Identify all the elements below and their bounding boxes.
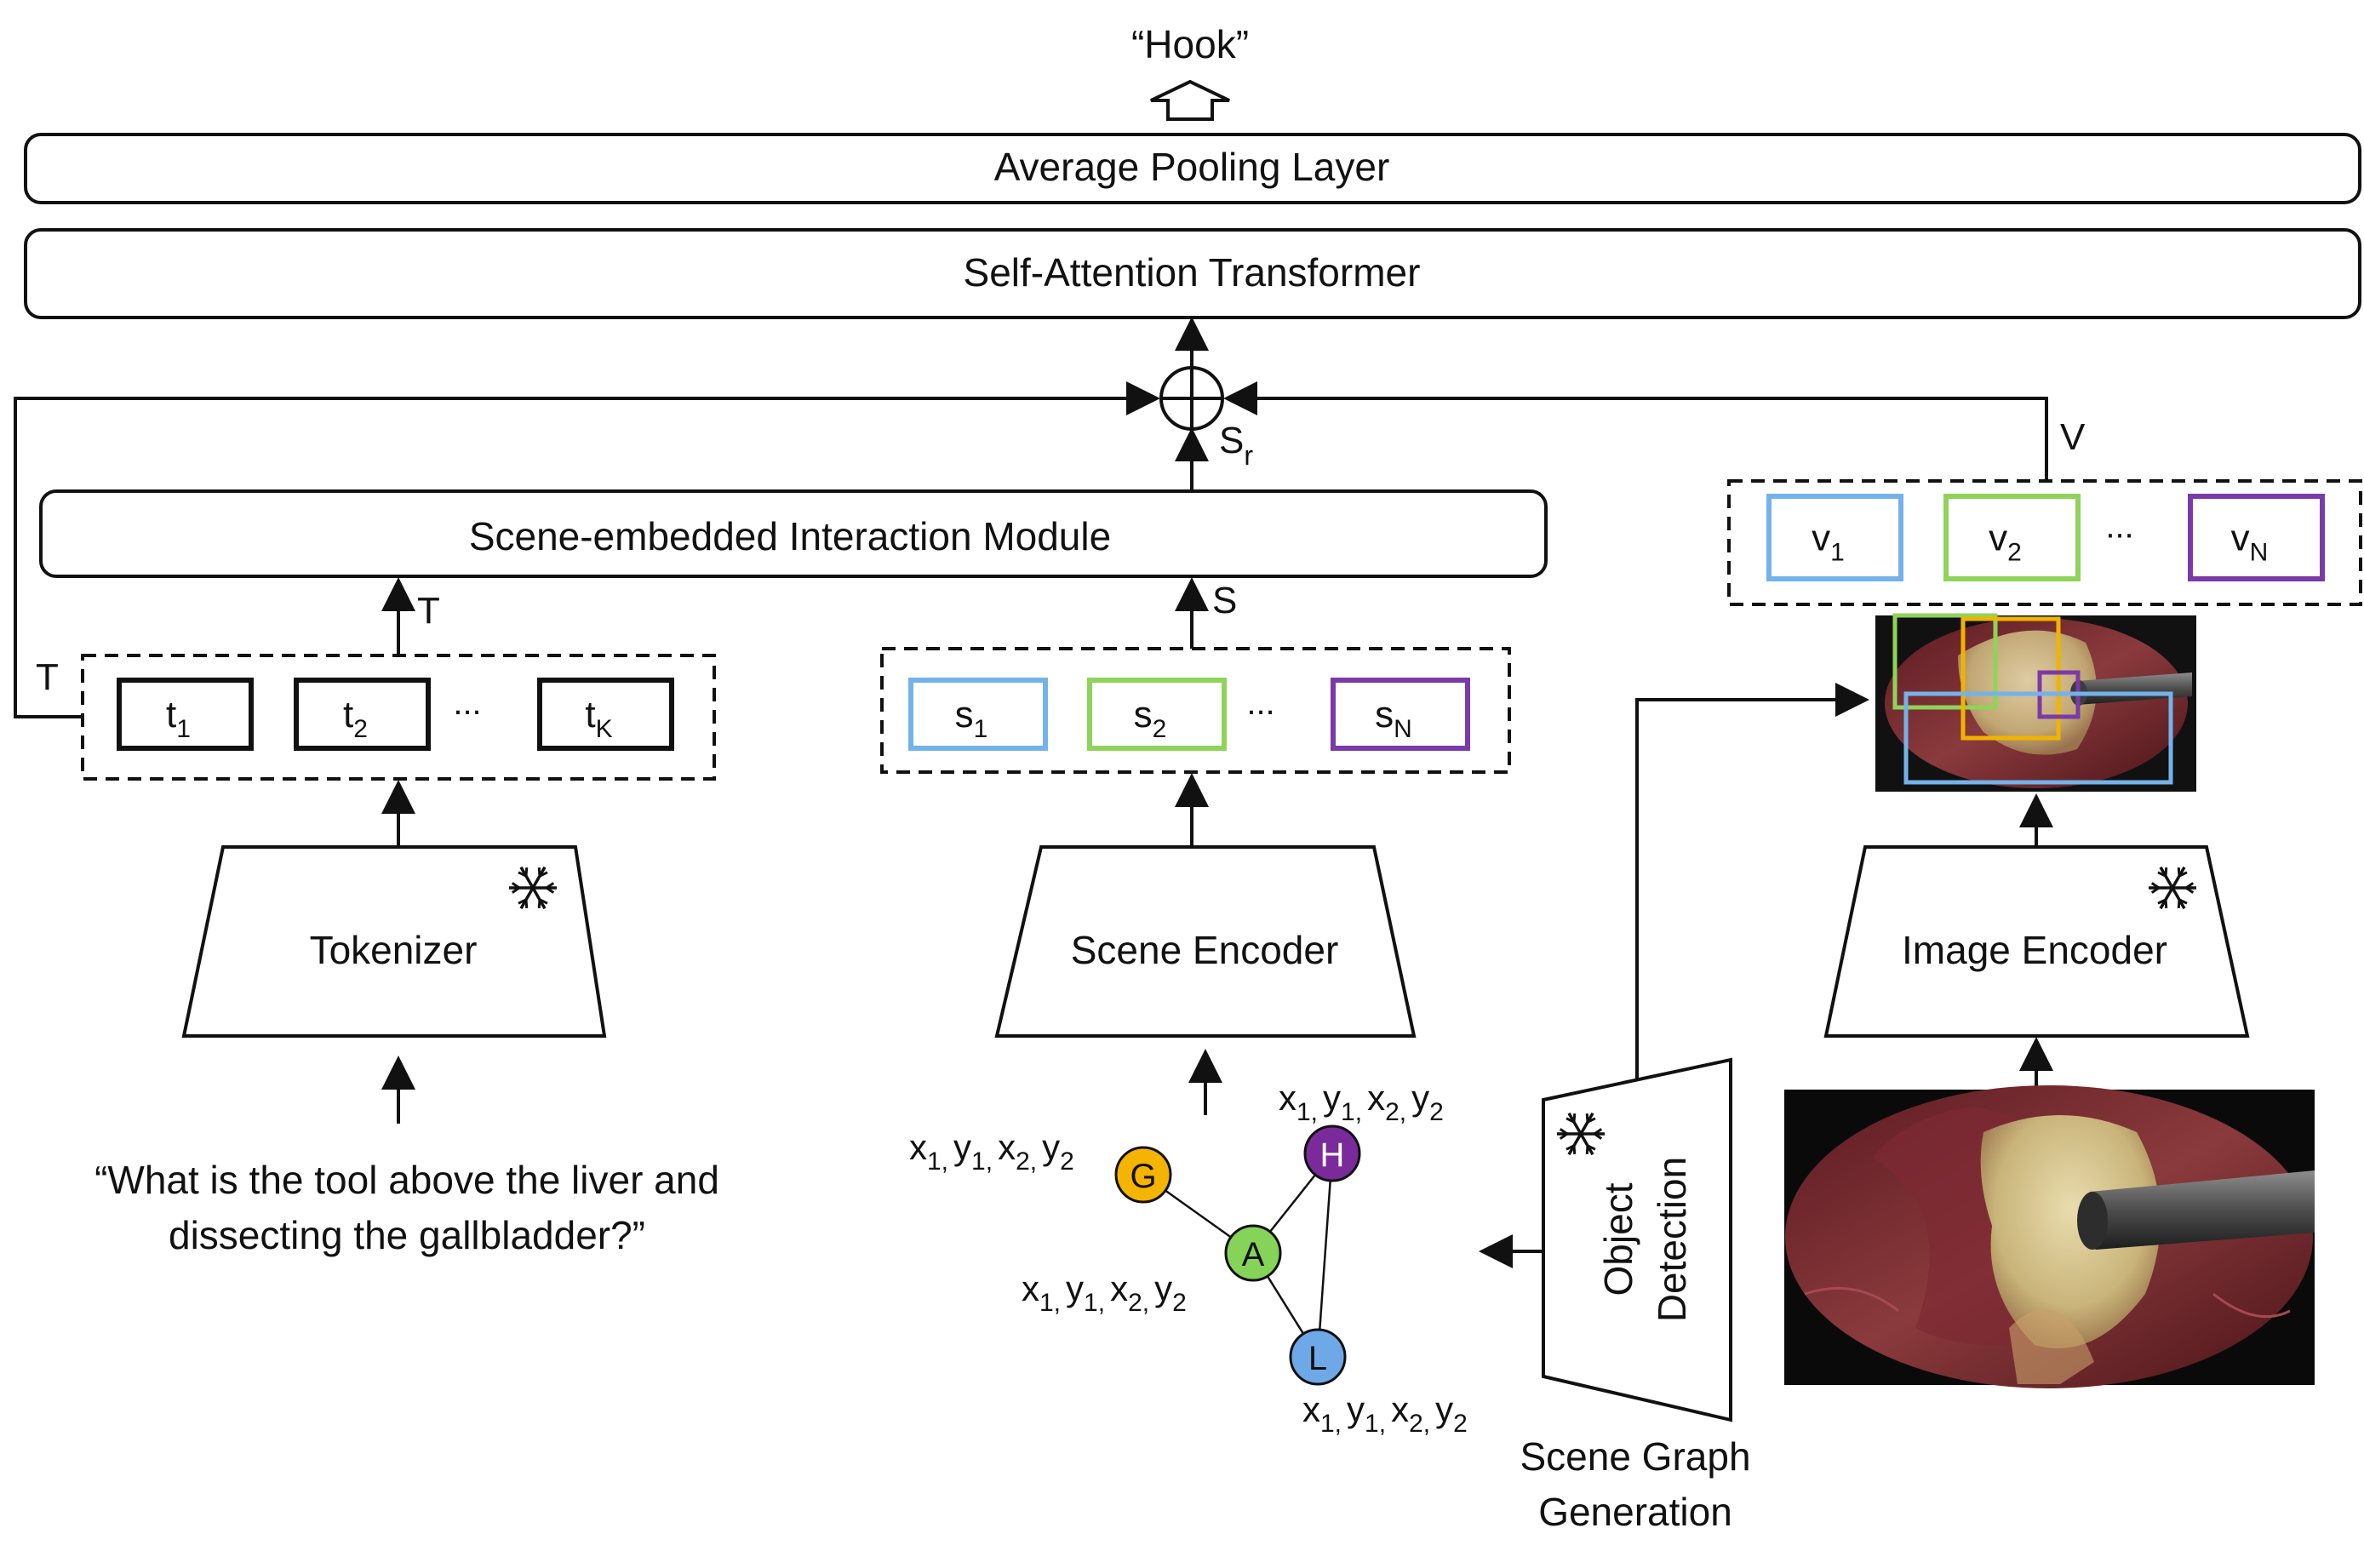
svg-text:A: A bbox=[1242, 1236, 1265, 1273]
scene-ellipsis: ... bbox=[1246, 684, 1274, 722]
image-encoder-snowflake-icon bbox=[2149, 866, 2196, 910]
text-token-2: t2 bbox=[294, 678, 431, 751]
bbox-coords-h: x1,y1,x2,y2 bbox=[1279, 1078, 1444, 1126]
question-line-2: dissecting the gallbladder?” bbox=[169, 1213, 645, 1257]
detection-boxes bbox=[1892, 613, 2173, 785]
svg-text:x1,y1,x2,y2: x1,y1,x2,y2 bbox=[1302, 1389, 1468, 1438]
average-pooling-label: Average Pooling Layer bbox=[994, 145, 1390, 189]
output-label: “Hook” bbox=[1131, 22, 1249, 66]
output-hollow-arrow bbox=[1150, 79, 1230, 121]
object-detection-label-1: Object bbox=[1596, 1182, 1640, 1296]
text-tokens-group bbox=[81, 654, 716, 781]
image-encoder-label: Image Encoder bbox=[1902, 928, 2167, 972]
tokenizer-label: Tokenizer bbox=[310, 928, 478, 972]
visual-token-2: v2 bbox=[1943, 494, 2081, 581]
sr-label: Sr bbox=[1219, 420, 1253, 471]
text-tokens: t1 t2 tK... bbox=[117, 678, 674, 751]
scene-token-1: s1 bbox=[908, 678, 1048, 751]
text-ellipsis: ... bbox=[453, 684, 481, 722]
svg-text:x1,y1,x2,y2: x1,y1,x2,y2 bbox=[1022, 1268, 1187, 1317]
detection-box bbox=[1903, 691, 2173, 785]
scene-encoder-block bbox=[994, 845, 1417, 1038]
visual-token-n: vN bbox=[2188, 494, 2325, 581]
svg-text:sN: sN bbox=[1375, 694, 1412, 743]
svg-text:tK: tK bbox=[585, 694, 612, 743]
svg-text:L: L bbox=[1308, 1340, 1327, 1377]
visual-token-1: v1 bbox=[1766, 494, 1903, 581]
input-surgical-image bbox=[1784, 1085, 2315, 1388]
scene-tokens: s1 s2 sN... bbox=[908, 678, 1470, 751]
tokenizer-snowflake-icon bbox=[509, 866, 557, 910]
scene-tokens-group bbox=[880, 647, 1511, 774]
svg-text:x1,y1,x2,y2: x1,y1,x2,y2 bbox=[1279, 1078, 1444, 1126]
image-encoder-block bbox=[1823, 845, 2250, 1038]
t-label: T bbox=[417, 590, 440, 632]
object-detection-label-2: Detection bbox=[1650, 1157, 1694, 1322]
visual-feature-line bbox=[1223, 381, 2048, 481]
svg-text:v2: v2 bbox=[1989, 518, 2022, 567]
scene-graph-node-g: G bbox=[1114, 1146, 1172, 1204]
t-skip-label: T bbox=[36, 656, 59, 698]
text-token-k: tK bbox=[537, 678, 674, 751]
svg-text:v1: v1 bbox=[1812, 518, 1845, 567]
scene-graph-generation-label-2: Generation bbox=[1538, 1490, 1732, 1534]
s-label: S bbox=[1212, 580, 1237, 621]
bbox-coords-l: x1,y1,x2,y2 bbox=[1302, 1389, 1468, 1438]
scene-graph-node-l: L bbox=[1289, 1328, 1347, 1386]
detection-box bbox=[1960, 616, 2061, 741]
svg-text:s1: s1 bbox=[955, 694, 988, 743]
svg-text:H: H bbox=[1320, 1136, 1345, 1174]
scene-encoder-label: Scene Encoder bbox=[1071, 928, 1339, 972]
svg-text:G: G bbox=[1130, 1158, 1156, 1195]
scene-graph-node-h: H bbox=[1303, 1124, 1361, 1182]
scene-embedded-interaction-module bbox=[39, 489, 1548, 578]
visual-ellipsis: ... bbox=[2105, 508, 2133, 546]
object-detection-snowflake-icon bbox=[1557, 1112, 1605, 1156]
scene-graph-generation-label-1: Scene Graph bbox=[1520, 1434, 1750, 1479]
bbox-coords-g: x1,y1,x2,y2 bbox=[909, 1127, 1074, 1176]
average-pooling-layer bbox=[24, 133, 2361, 204]
detected-surgical-image bbox=[1875, 615, 2196, 792]
svg-text:s2: s2 bbox=[1134, 694, 1167, 743]
scene-graph-node-a: A bbox=[1224, 1224, 1282, 1282]
self-attention-transformer-label: Self-Attention Transformer bbox=[964, 250, 1421, 295]
detection-box bbox=[1892, 613, 1998, 710]
svg-text:x1,y1,x2,y2: x1,y1,x2,y2 bbox=[909, 1127, 1074, 1176]
scene-token-2: s2 bbox=[1087, 678, 1227, 751]
visual-tokens-group bbox=[1727, 479, 2362, 606]
tokenizer-block bbox=[181, 845, 607, 1038]
svg-text:t1: t1 bbox=[166, 694, 191, 743]
text-token-1: t1 bbox=[117, 678, 254, 751]
visual-tokens: v1 v2 vN... bbox=[1766, 494, 2325, 581]
question-line-1: “What is the tool above the liver and bbox=[94, 1158, 719, 1202]
svg-text:t2: t2 bbox=[343, 694, 368, 743]
v-label: V bbox=[2060, 416, 2086, 458]
text-feature-skip-line bbox=[14, 381, 1160, 718]
bbox-coords-a: x1,y1,x2,y2 bbox=[1022, 1268, 1187, 1317]
interaction-module-label: Scene-embedded Interaction Module bbox=[469, 514, 1111, 558]
svg-text:vN: vN bbox=[2231, 518, 2269, 567]
scene-token-n: sN bbox=[1331, 678, 1470, 751]
detection-to-image-arrow bbox=[1635, 683, 1869, 1079]
